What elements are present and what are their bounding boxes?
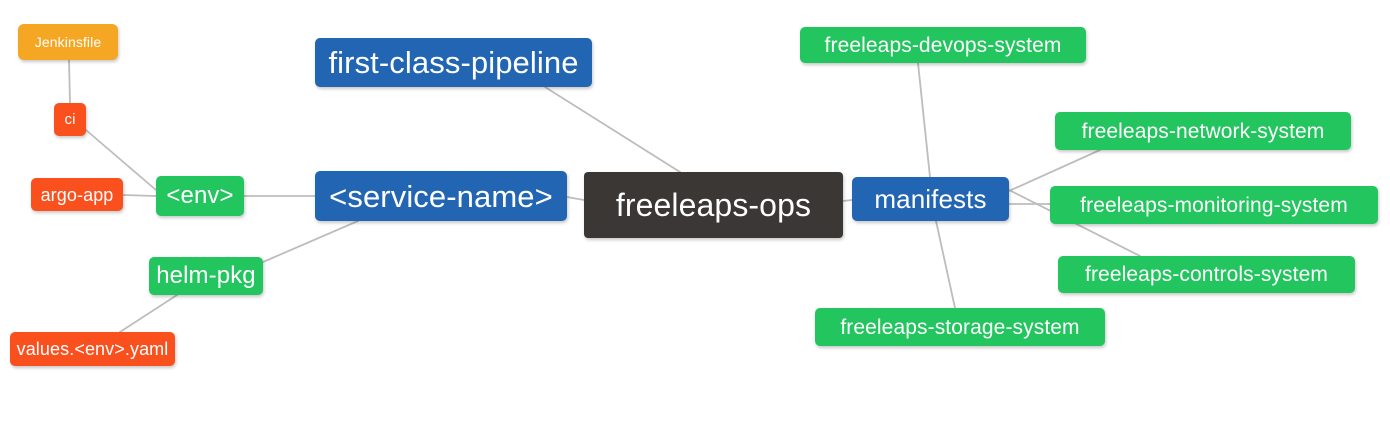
mindmap-node-network-system[interactable]: freeleaps-network-system bbox=[1055, 112, 1351, 150]
mindmap-node-devops-system[interactable]: freeleaps-devops-system bbox=[800, 27, 1086, 63]
mindmap-node-jenkinsfile[interactable]: Jenkinsfile bbox=[18, 24, 118, 60]
edge-jenkinsfile-to-ci bbox=[68, 59, 71, 104]
mindmap-node-helm-pkg[interactable]: helm-pkg bbox=[149, 257, 263, 295]
edge-freeleaps-ops-to-manifests bbox=[842, 199, 853, 202]
edge-argo-app-to-env bbox=[122, 194, 157, 197]
mindmap-node-storage-system[interactable]: freeleaps-storage-system bbox=[815, 308, 1105, 346]
edge-values-yaml-to-helm-pkg bbox=[119, 294, 178, 333]
mindmap-node-label: freeleaps-monitoring-system bbox=[1080, 193, 1348, 217]
mindmap-node-controls-system[interactable]: freeleaps-controls-system bbox=[1058, 256, 1355, 293]
mindmap-node-argo-app[interactable]: argo-app bbox=[31, 178, 123, 211]
mindmap-node-label: freeleaps-devops-system bbox=[824, 33, 1062, 57]
mindmap-node-label: <env> bbox=[166, 182, 234, 209]
edge-manifests-to-storage-system bbox=[935, 220, 956, 309]
mindmap-node-label: values.<env>.yaml bbox=[16, 339, 169, 359]
mindmap-node-label: freeleaps-controls-system bbox=[1085, 263, 1328, 286]
mindmap-node-label: argo-app bbox=[40, 184, 114, 205]
edge-helm-pkg-to-service-name bbox=[262, 220, 359, 263]
edge-manifests-to-network-system bbox=[1008, 149, 1101, 192]
mindmap-node-label: freeleaps-ops bbox=[615, 187, 812, 223]
mindmap-node-first-class[interactable]: first-class-pipeline bbox=[315, 38, 592, 87]
mindmap-node-label: <service-name> bbox=[329, 178, 553, 214]
mindmap-node-label: helm-pkg bbox=[156, 262, 256, 289]
mindmap-node-monitoring-system[interactable]: freeleaps-monitoring-system bbox=[1050, 186, 1378, 224]
mindmap-node-env[interactable]: <env> bbox=[156, 176, 244, 216]
mindmap-node-label: first-class-pipeline bbox=[328, 45, 579, 80]
mindmap-node-manifests[interactable]: manifests bbox=[852, 177, 1009, 221]
mindmap-node-values-yaml[interactable]: values.<env>.yaml bbox=[10, 332, 175, 366]
mindmap-node-label: Jenkinsfile bbox=[34, 34, 102, 50]
edge-service-name-to-freeleaps-ops bbox=[566, 196, 585, 201]
mindmap-node-service-name[interactable]: <service-name> bbox=[315, 171, 567, 221]
mindmap-node-label: freeleaps-network-system bbox=[1081, 119, 1325, 143]
mindmap-node-freeleaps-ops[interactable]: freeleaps-ops bbox=[584, 172, 843, 238]
mindmap-node-ci[interactable]: ci bbox=[54, 103, 86, 136]
mindmap-node-label: manifests bbox=[874, 184, 987, 214]
mindmap-node-label: freeleaps-storage-system bbox=[840, 315, 1080, 339]
edge-first-class-to-freeleaps-ops bbox=[544, 86, 681, 173]
edge-manifests-to-devops-system bbox=[917, 62, 931, 178]
mindmap-node-label: ci bbox=[64, 111, 76, 128]
